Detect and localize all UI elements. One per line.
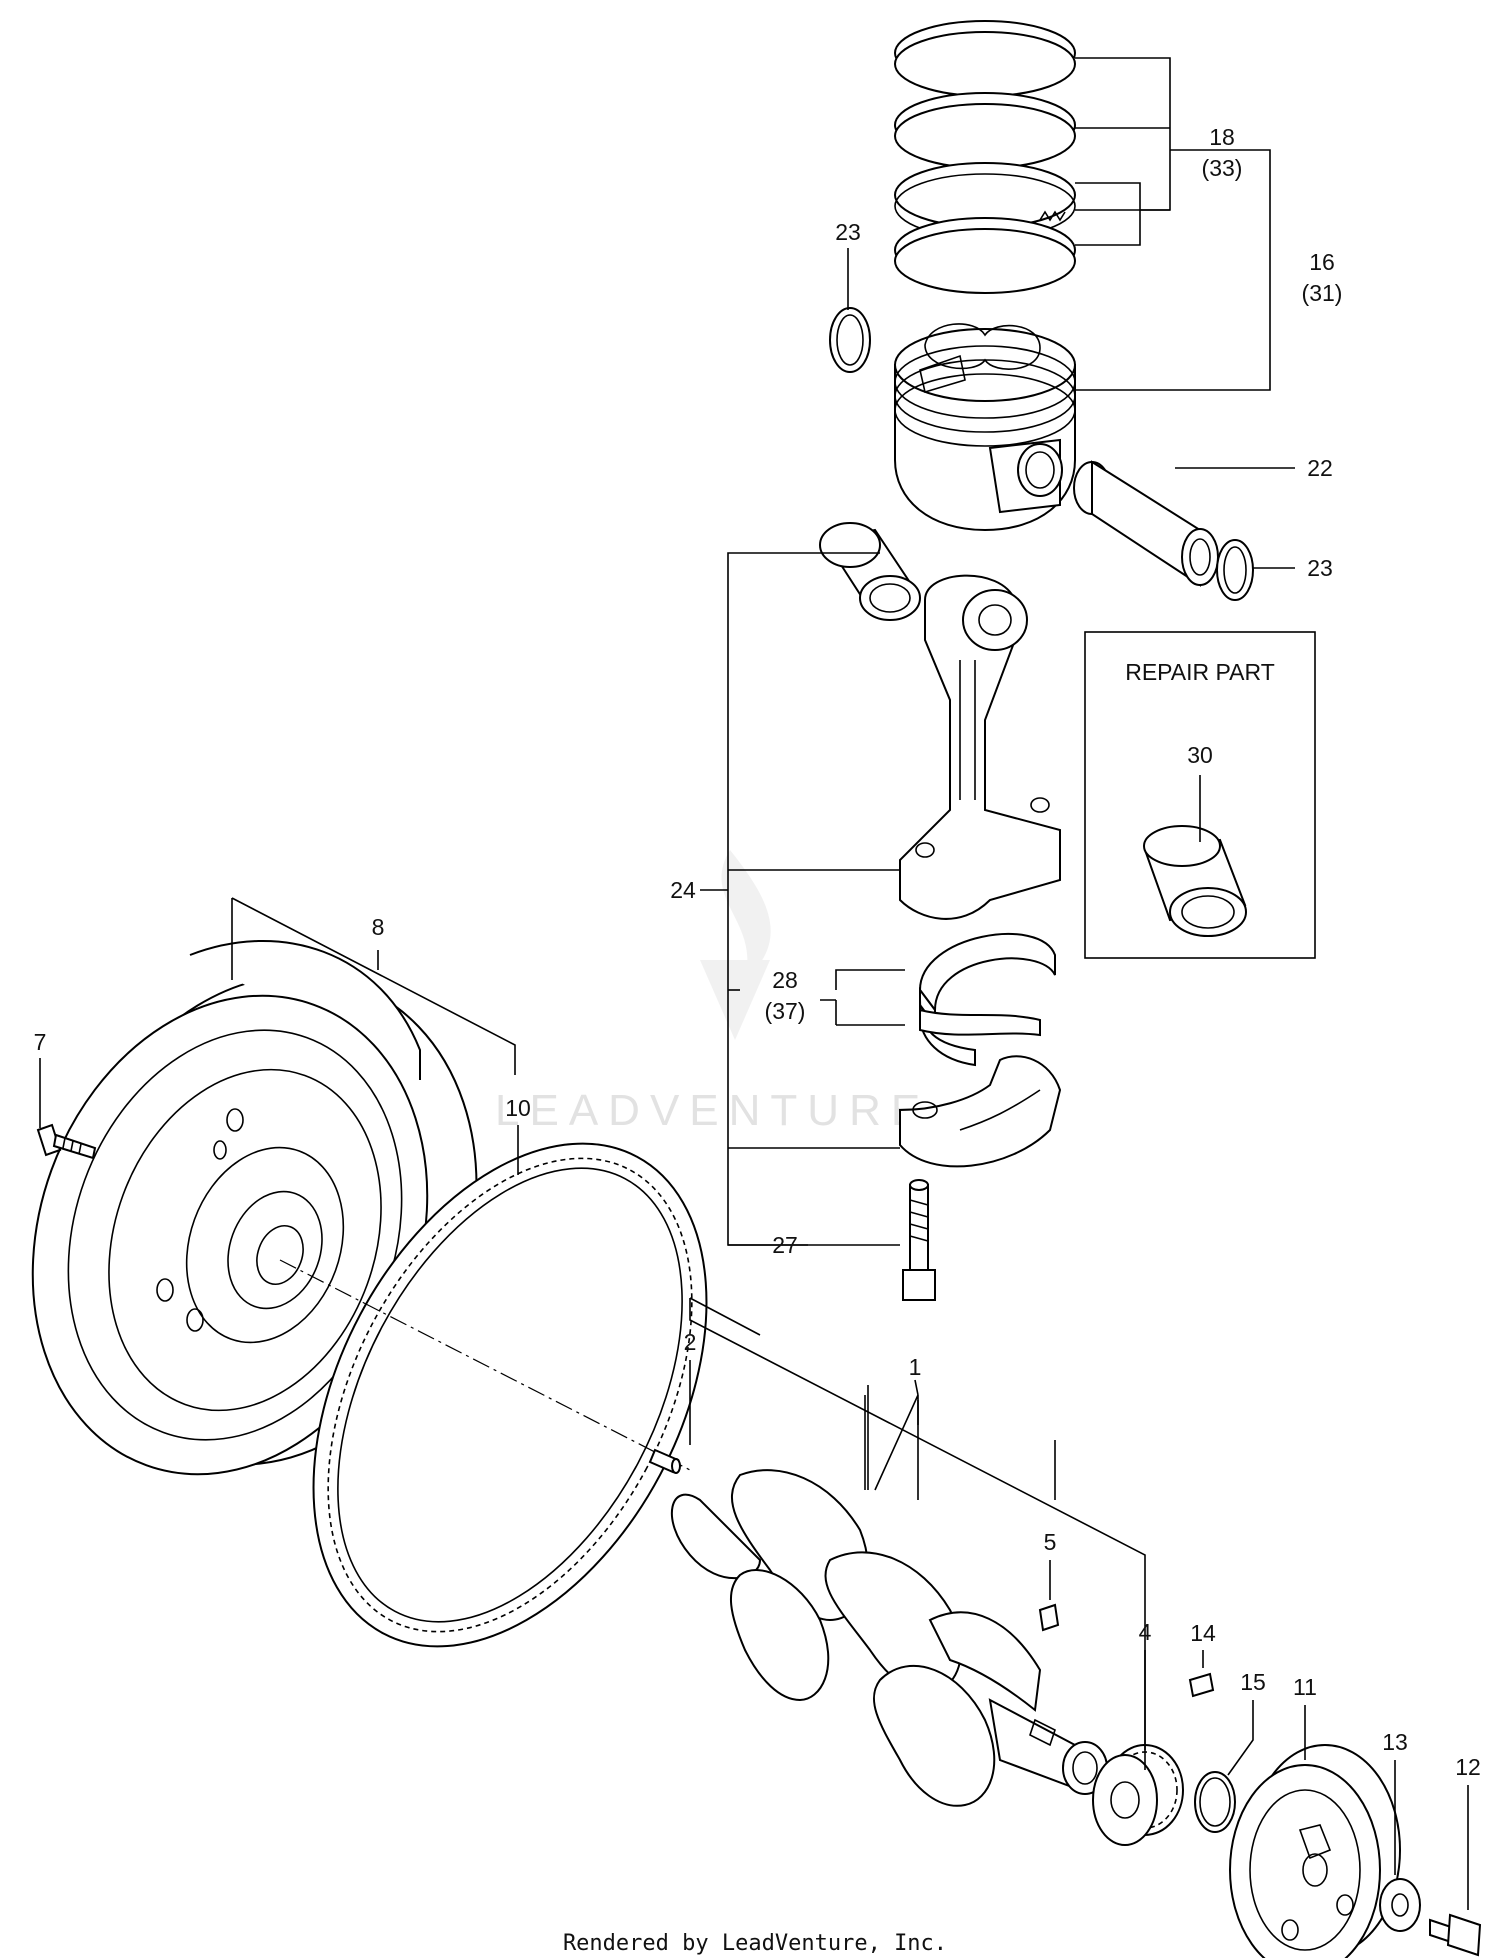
label-12: 12 — [1455, 1754, 1481, 1780]
watermark-logo — [700, 850, 771, 1040]
crank-gear — [1092, 1744, 1184, 1846]
crankshaft — [670, 1469, 1108, 1807]
repair-part-box — [1084, 631, 1316, 959]
label-28-alt: (37) — [765, 998, 806, 1024]
label-18-alt: (33) — [1202, 155, 1243, 181]
label-16-alt: (31) — [1302, 280, 1343, 306]
label-23-lower: 23 — [1307, 555, 1333, 581]
label-18: 18 — [1209, 124, 1235, 150]
flywheel — [31, 939, 478, 1476]
repair-bushing — [1143, 825, 1247, 937]
pulley-bolt — [1429, 1913, 1482, 1957]
dowel-pin — [648, 1448, 681, 1474]
part-labels: 18 (33) 16 (31) 23 22 23 30 24 28 (37) 2… — [34, 124, 1481, 1780]
pulley-key — [1188, 1672, 1215, 1698]
label-28: 28 — [772, 967, 798, 993]
leader-lines — [39, 57, 1469, 1910]
repair-part-title: REPAIR PART — [1125, 659, 1275, 685]
piston — [894, 323, 1076, 532]
label-30: 30 — [1187, 742, 1213, 768]
label-27: 27 — [772, 1232, 798, 1258]
piston-pin — [1073, 460, 1219, 587]
label-2: 2 — [684, 1329, 697, 1355]
conrod-bolt — [902, 1179, 936, 1301]
label-7: 7 — [34, 1029, 47, 1055]
center-axis-line — [279, 1259, 691, 1471]
label-16: 16 — [1309, 249, 1335, 275]
label-11: 11 — [1293, 1674, 1317, 1700]
crank-key — [1038, 1603, 1060, 1632]
ring-gear — [312, 1142, 708, 1648]
piston-rings — [894, 20, 1076, 294]
label-8: 8 — [372, 914, 385, 940]
conrod-bearing-lower — [919, 999, 1041, 1067]
crank-pulley — [1229, 1744, 1401, 1958]
label-13: 13 — [1382, 1729, 1408, 1755]
label-22: 22 — [1307, 455, 1333, 481]
o-ring — [1194, 1771, 1236, 1833]
label-4: 4 — [1139, 1619, 1152, 1645]
label-14: 14 — [1190, 1620, 1216, 1646]
label-10: 10 — [505, 1095, 531, 1121]
connecting-rod — [899, 574, 1061, 920]
watermark-text: LEADVENTURE — [495, 1086, 930, 1135]
label-24: 24 — [670, 877, 696, 903]
conrod-cap — [899, 1055, 1062, 1168]
circlip-upper — [829, 307, 871, 373]
footer-credit: Rendered by LeadVenture, Inc. — [563, 1931, 947, 1956]
circlip-lower — [1216, 539, 1254, 601]
flywheel-bolt — [36, 1123, 97, 1160]
conrod-bearing-upper — [918, 933, 1056, 1028]
label-15: 15 — [1240, 1669, 1266, 1695]
small-end-bushing — [819, 522, 921, 621]
label-23-upper: 23 — [835, 219, 861, 245]
label-1: 1 — [909, 1354, 922, 1380]
label-5: 5 — [1044, 1529, 1057, 1555]
washer — [1379, 1878, 1421, 1932]
